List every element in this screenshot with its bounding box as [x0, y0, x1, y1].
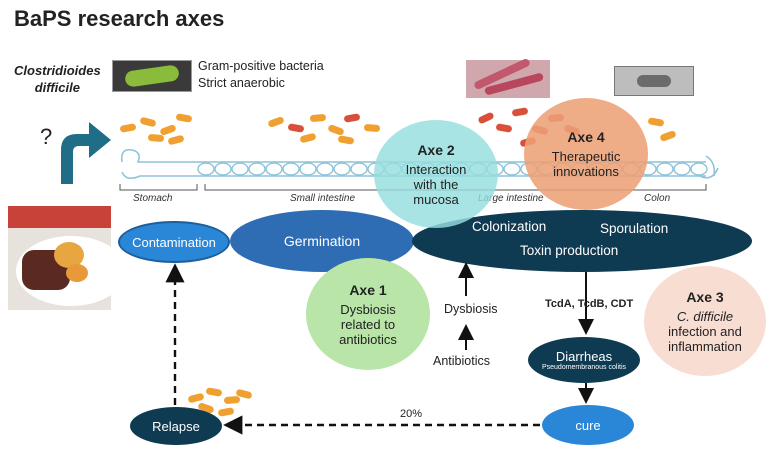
bacterium-rod — [268, 116, 284, 128]
page-title: BaPS research axes — [14, 6, 225, 31]
bacterium-rod — [496, 123, 512, 133]
gut-ring — [197, 162, 215, 176]
axe1-title: Axe 1 — [349, 281, 387, 298]
bacterium-rod — [218, 407, 234, 417]
gut-ring — [231, 162, 249, 176]
axe3-line2: infection and — [668, 323, 742, 339]
colonization-step — [412, 210, 752, 272]
axe1-line1: Dysbiosis — [340, 301, 396, 317]
diarrheas-label: Diarrheas — [555, 349, 613, 364]
colonies-micrograph — [466, 57, 550, 98]
bacterium-rod — [300, 133, 316, 143]
axe1-line3: antibiotics — [339, 331, 397, 347]
gut-ring — [316, 162, 334, 176]
relapse-rate-label: 20% — [400, 408, 423, 420]
dysbiosis-label: Dysbiosis — [444, 302, 498, 316]
bacterium-rod — [288, 123, 304, 133]
question-mark: ? — [40, 124, 53, 149]
axe3-title: Axe 3 — [686, 288, 724, 305]
organism-facts: Gram-positive bacteria Strict anaerobic — [198, 58, 324, 92]
spore-micrograph — [614, 66, 694, 96]
bacterium-rod — [176, 113, 192, 123]
bacterium-rod — [236, 389, 252, 399]
sporulation-label: Sporulation — [600, 221, 669, 236]
entry-arrow-icon — [61, 122, 111, 184]
toxin-production-label: Toxin production — [520, 243, 619, 258]
bacterium-rod — [198, 402, 214, 414]
bacterium-rod — [344, 113, 360, 123]
axe2-line2: with the — [413, 176, 459, 192]
bacterium-rod — [224, 396, 240, 404]
organism-name: Clostridioides difficile — [14, 62, 101, 96]
axe2-line1: Interaction — [405, 161, 467, 177]
axe2-circle: Axe 2 Interaction with the mucosa — [374, 120, 498, 228]
contamination-label: Contamination — [132, 234, 216, 250]
bacterium-rod — [660, 130, 676, 142]
bacterium-rod — [168, 135, 184, 145]
antibiotics-label: Antibiotics — [433, 354, 490, 368]
bacterium-rod — [188, 393, 204, 403]
axe4-line2: innovations — [553, 164, 619, 179]
gut-ring — [656, 162, 674, 176]
axe4-title: Axe 4 — [567, 129, 605, 145]
bacterium-rod — [512, 107, 528, 117]
bacterium-micrograph — [112, 60, 192, 92]
bacterium-rod — [364, 124, 380, 132]
axe2-title: Axe 2 — [417, 141, 455, 158]
segment-colon: Colon — [644, 193, 671, 204]
axe3-line1: C. difficile — [676, 308, 734, 324]
gut-ring — [265, 162, 283, 176]
relapse-label: Relapse — [152, 418, 200, 434]
axe1-circle: Axe 1 Dysbiosis related to antibiotics — [306, 258, 430, 370]
axe4-circle: Axe 4 Therapeutic innovations — [524, 98, 648, 210]
gut-ring — [350, 162, 368, 176]
organism-fact-anaerobic: Strict anaerobic — [198, 76, 285, 90]
germination-label: Germination — [283, 233, 361, 249]
bacterium-rod — [328, 124, 344, 136]
axe3-line3: inflammation — [668, 338, 742, 354]
colonization-label: Colonization — [472, 219, 547, 234]
bacterium-rod — [148, 134, 164, 142]
food-photo — [8, 206, 111, 310]
gut-ring — [248, 162, 266, 176]
axe1-line2: related to — [340, 316, 396, 332]
toxins-label: TcdA, TcdB, CDT — [545, 298, 634, 310]
bacterium-rod — [120, 123, 136, 133]
segment-small-intestine: Small intestine — [290, 193, 356, 204]
gut-ring — [214, 162, 232, 176]
axe3-circle: Axe 3 C. difficile infection and inflamm… — [644, 266, 766, 376]
bacterium-rod — [160, 124, 176, 136]
diarrheas-sublabel: Pseudomembranous colitis — [541, 364, 627, 371]
gut-ring — [673, 162, 691, 176]
gut-ring — [282, 162, 300, 176]
axe4-line1: Therapeutic — [551, 149, 621, 164]
axe2-line3: mucosa — [413, 191, 459, 207]
organism-name-line1: Clostridioides — [14, 63, 101, 78]
gut-ring — [333, 162, 351, 176]
segment-large-intestine: Large intestine — [478, 193, 544, 204]
cure-label: cure — [575, 417, 601, 433]
relapse-step: Relapse — [130, 407, 222, 445]
bacterium-rod — [648, 117, 664, 127]
gut-ring — [299, 162, 317, 176]
gut-ring — [690, 162, 708, 176]
bacterium-rod — [310, 114, 326, 122]
gut-ring — [503, 162, 521, 176]
bacterium-rod — [478, 112, 494, 124]
cure-step: cure — [542, 405, 634, 445]
organism-name-line2: difficile — [34, 80, 80, 95]
bacterium-rod — [338, 135, 354, 145]
diarrheas-step: Diarrheas Pseudomembranous colitis — [528, 337, 640, 383]
bacterium-rod — [140, 117, 156, 127]
bacterium-rod — [206, 387, 222, 397]
organism-fact-gram: Gram-positive bacteria — [198, 59, 324, 73]
segment-stomach: Stomach — [133, 193, 173, 204]
contamination-step: Contamination — [118, 221, 230, 263]
